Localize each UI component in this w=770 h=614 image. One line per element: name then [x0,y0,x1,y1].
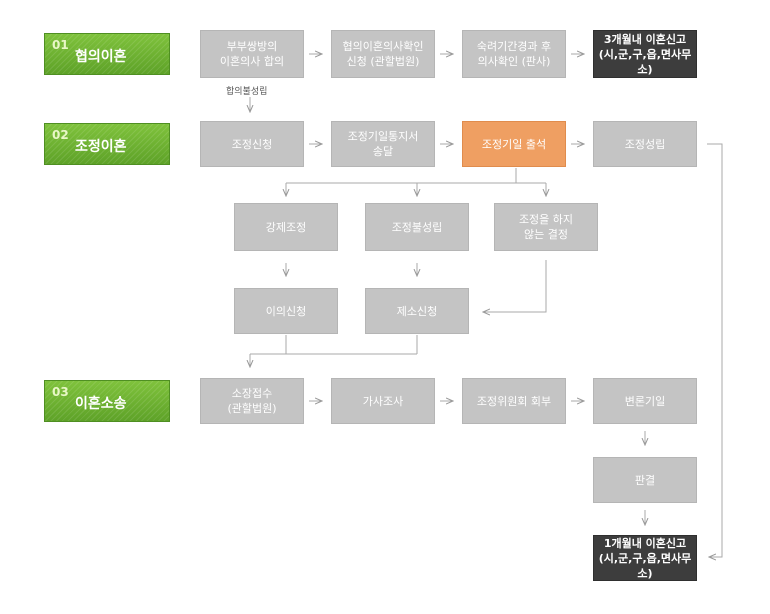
stage-label-consensual: 01 협의이혼 [44,33,170,75]
step-mediation-committee: 조정위원회 회부 [462,378,566,424]
step-judge-confirmation: 숙려기간경과 후 의사확인 (판사) [462,30,566,78]
stage-title: 조정이혼 [75,139,127,155]
step-hearing-date: 변론기일 [593,378,697,424]
stage-number: 03 [52,385,69,399]
step-divorce-report-1-month: 1개월내 이혼신고 (시,군,구,읍,면사무소) [593,535,697,581]
step-mediation-success: 조정성립 [593,121,697,167]
stage-title: 이혼소송 [75,396,127,412]
agreement-failed-note: 합의불성립 [226,87,268,97]
step-family-investigation: 가사조사 [331,378,435,424]
step-judgment: 판결 [593,457,697,503]
step-complaint-submission: 소장접수 (관할법원) [200,378,304,424]
step-lawsuit-filing: 제소신청 [365,288,469,334]
step-no-mediation-decision: 조정을 하지 않는 결정 [494,203,598,251]
step-objection-filing: 이의신청 [234,288,338,334]
step-mediation-application: 조정신청 [200,121,304,167]
step-consent-confirmation-request: 협의이혼의사확인 신청 (관할법원) [331,30,435,78]
stage-title: 협의이혼 [75,49,127,65]
stage-number: 01 [52,38,69,52]
stage-label-litigation: 03 이혼소송 [44,380,170,422]
step-mutual-agreement: 부부쌍방의 이혼의사 합의 [200,30,304,78]
step-divorce-report-3-months: 3개월내 이혼신고 (시,군,구,읍,면사무소) [593,30,697,78]
step-mediation-notice-delivery: 조정기일통지서 송달 [331,121,435,167]
step-mediation-attendance: 조정기일 출석 [462,121,566,167]
step-mediation-failure: 조정불성립 [365,203,469,251]
stage-label-mediation: 02 조정이혼 [44,123,170,165]
stage-number: 02 [52,128,69,142]
step-compulsory-mediation: 강제조정 [234,203,338,251]
